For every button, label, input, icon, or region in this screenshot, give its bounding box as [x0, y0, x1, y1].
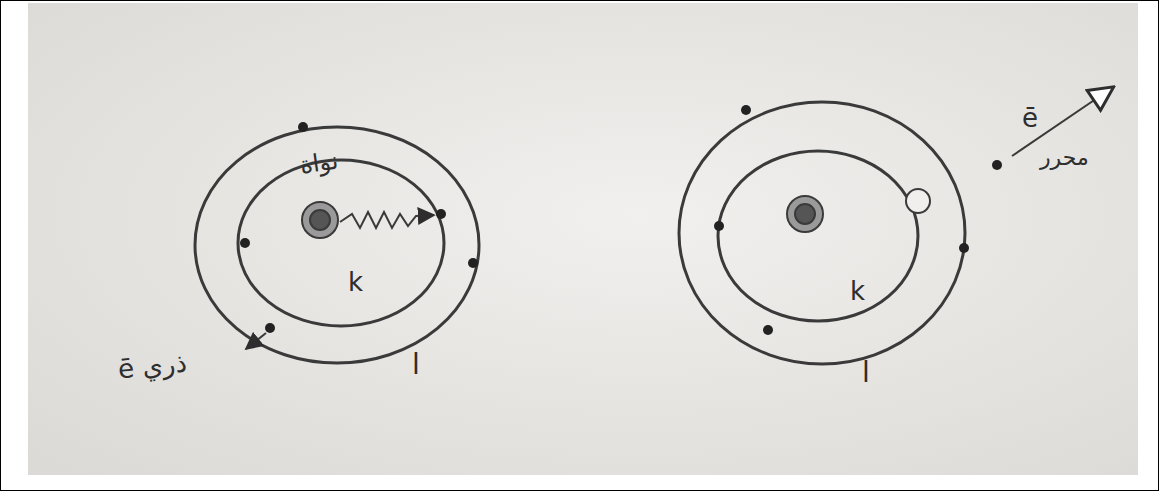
right-atom [679, 88, 1112, 364]
electron [714, 221, 724, 231]
k-shell [718, 151, 918, 321]
electron [265, 323, 275, 333]
electron [959, 243, 969, 253]
shell-label: k [348, 268, 363, 297]
electron [240, 238, 250, 248]
electron-label: ē [1022, 104, 1038, 133]
electron [298, 122, 308, 132]
left-atom [195, 127, 479, 363]
left-electrons [240, 122, 478, 333]
paper-ground [28, 3, 1138, 475]
l-shell [195, 127, 479, 363]
electron [741, 105, 751, 115]
electron-label: ē ذري [117, 348, 188, 384]
nucleus-core [795, 204, 815, 224]
nucleus [302, 202, 338, 238]
vacancy [906, 189, 930, 213]
leader-arrow [246, 333, 266, 349]
gamma-zigzag [340, 212, 434, 228]
nucleus-label: نواة [298, 147, 340, 178]
k-shell [238, 160, 444, 326]
shell-label: k [850, 277, 865, 306]
nucleus [787, 196, 823, 232]
state-label: محرر [1040, 146, 1089, 170]
right-electrons [714, 105, 1002, 335]
shell-label: l [862, 358, 870, 389]
electron [436, 209, 446, 219]
electron [468, 258, 478, 268]
nucleus-core [310, 210, 330, 230]
electron [763, 325, 773, 335]
shell-label: l [412, 350, 420, 381]
ejected-electron [992, 160, 1002, 170]
l-shell [679, 102, 965, 364]
